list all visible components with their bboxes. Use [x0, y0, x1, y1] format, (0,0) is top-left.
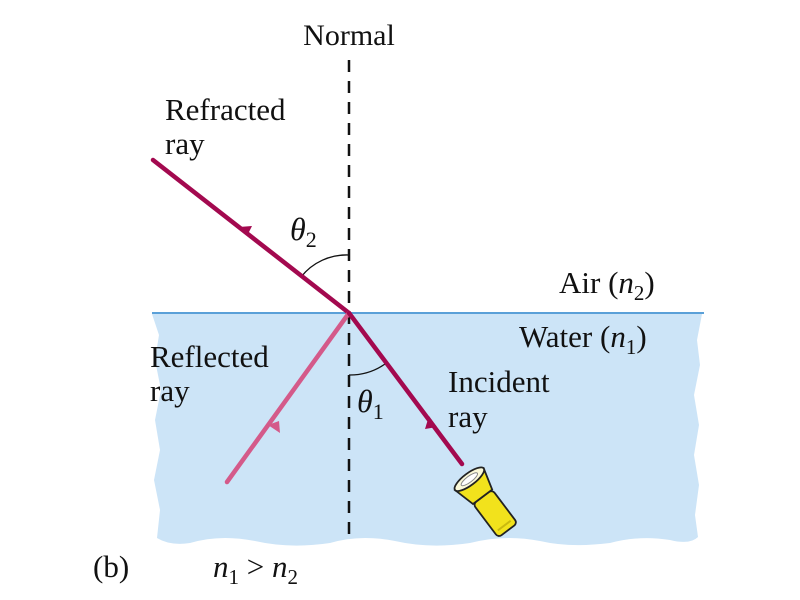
theta2-label: θ2 [290, 211, 317, 252]
air-text: Air ( [559, 265, 618, 300]
incident-ray-arrow [425, 416, 437, 429]
water-close-paren: ) [636, 319, 646, 354]
incident-label-line1: Incident [448, 364, 550, 399]
inequality-n1: n [213, 549, 229, 584]
air-close-paren: ) [644, 265, 654, 300]
air-subscript: 2 [634, 281, 645, 305]
normal-label: Normal [303, 19, 395, 52]
inequality-gt: > [239, 549, 272, 584]
reflected-label-line1: Reflected [150, 339, 269, 374]
reflected-label-line2: ray [150, 373, 190, 408]
theta2-subscript: 2 [306, 227, 317, 252]
refracted-label-line1: Refracted [165, 92, 286, 127]
water-n: n [610, 319, 626, 354]
inequality-sub2: 2 [287, 565, 298, 589]
panel-label: (b) [93, 549, 129, 584]
reflected-ray [224, 310, 352, 485]
water-label: Water (n1) [519, 319, 647, 359]
index-inequality: n1 > n2 [213, 549, 298, 589]
flashlight-icon [453, 466, 517, 537]
theta1-label: θ1 [357, 383, 384, 424]
incident-ray [346, 310, 465, 467]
reflected-ray-arrow [268, 421, 280, 433]
refracted-label-line2: ray [165, 126, 205, 161]
water-region [152, 314, 702, 546]
theta1-symbol: θ [357, 383, 373, 419]
theta1-arc [348, 363, 386, 376]
water-subscript: 1 [626, 335, 637, 359]
inequality-sub1: 1 [229, 565, 240, 589]
theta2-arc [300, 254, 350, 278]
incident-label-line2: ray [448, 399, 488, 434]
theta1-subscript: 1 [373, 399, 384, 424]
air-label: Air (n2) [559, 265, 655, 305]
inequality-n2: n [272, 549, 288, 584]
water-text: Water ( [519, 319, 610, 354]
theta2-symbol: θ [290, 211, 306, 247]
refracted-ray-arrow [239, 226, 252, 236]
refracted-ray [150, 157, 352, 316]
air-n: n [618, 265, 634, 300]
